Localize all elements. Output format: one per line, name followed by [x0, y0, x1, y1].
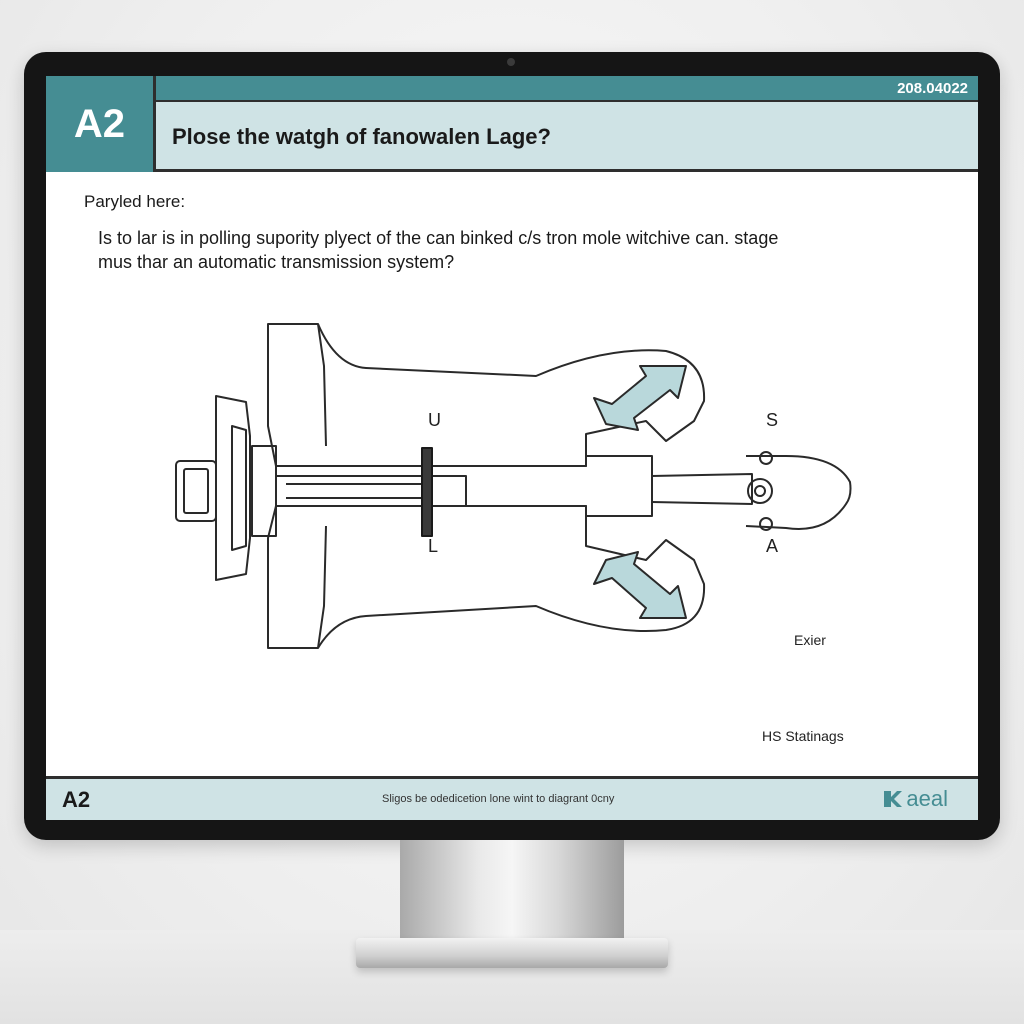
question-id-badge: A2 — [46, 76, 156, 172]
transmission-diagram — [175, 323, 852, 649]
hub-ring — [251, 445, 277, 537]
monitor-stand-base — [356, 938, 668, 968]
header-date: 208.04022 — [897, 80, 968, 97]
brand-logo: aeal — [882, 786, 948, 812]
label-exier: Exier — [794, 632, 826, 648]
brand-mark-icon — [884, 791, 903, 807]
label-a: A — [766, 536, 779, 556]
output-shaft — [466, 455, 653, 517]
footer-note: Sligos be odedicetion lone wint to diagr… — [382, 793, 615, 805]
left-flange — [215, 395, 251, 581]
footer-bar: A2 Sligos be odedicetion lone wint to di… — [46, 776, 978, 820]
main-shaft-inner — [286, 483, 427, 499]
main-shaft — [276, 475, 467, 507]
question-text: Is to lar is in polling supority plyect … — [98, 226, 898, 274]
output-bearing-inner — [754, 485, 766, 497]
output-bearing — [747, 478, 773, 504]
question-line-1: Is to lar is in polling supority plyect … — [98, 228, 779, 248]
title-bar: Plose the watgh of fanowalen Lage? — [156, 102, 978, 172]
left-flange-inner — [231, 425, 247, 551]
label-l: L — [428, 536, 439, 556]
label-hs-statinags: HS Statinags — [762, 728, 844, 744]
housing-inner-line-lower — [317, 525, 327, 649]
output-cone — [745, 455, 852, 530]
footer-question-id: A2 — [62, 787, 91, 812]
header-strip: 208.04022 — [156, 76, 978, 102]
housing-outline-lower — [267, 505, 706, 649]
label-s: S — [766, 410, 779, 430]
screen: A2 208.04022 Plose the watgh of fanowale… — [46, 76, 978, 820]
output-shaft-rod — [651, 473, 753, 505]
webcam-dot — [507, 58, 515, 66]
flow-arrows — [593, 365, 687, 619]
left-hub-inner — [183, 468, 209, 514]
housing-inner-line — [317, 323, 327, 447]
stud-lower — [759, 517, 773, 531]
arrow-lower — [593, 551, 687, 619]
question-line-2: mus thar an automatic transmission syste… — [98, 252, 455, 272]
clutch-plate — [421, 447, 433, 537]
label-u: U — [428, 410, 441, 430]
page-title: Plose the watgh of fanowalen Lage? — [172, 124, 551, 149]
brand-name: aeal — [906, 786, 948, 811]
left-hub — [175, 460, 217, 522]
prompt-label: Paryled here: — [84, 192, 186, 211]
monitor-stand-neck — [400, 840, 624, 942]
stud-upper — [759, 451, 773, 465]
housing-outline — [267, 323, 706, 467]
arrow-upper — [593, 365, 687, 431]
